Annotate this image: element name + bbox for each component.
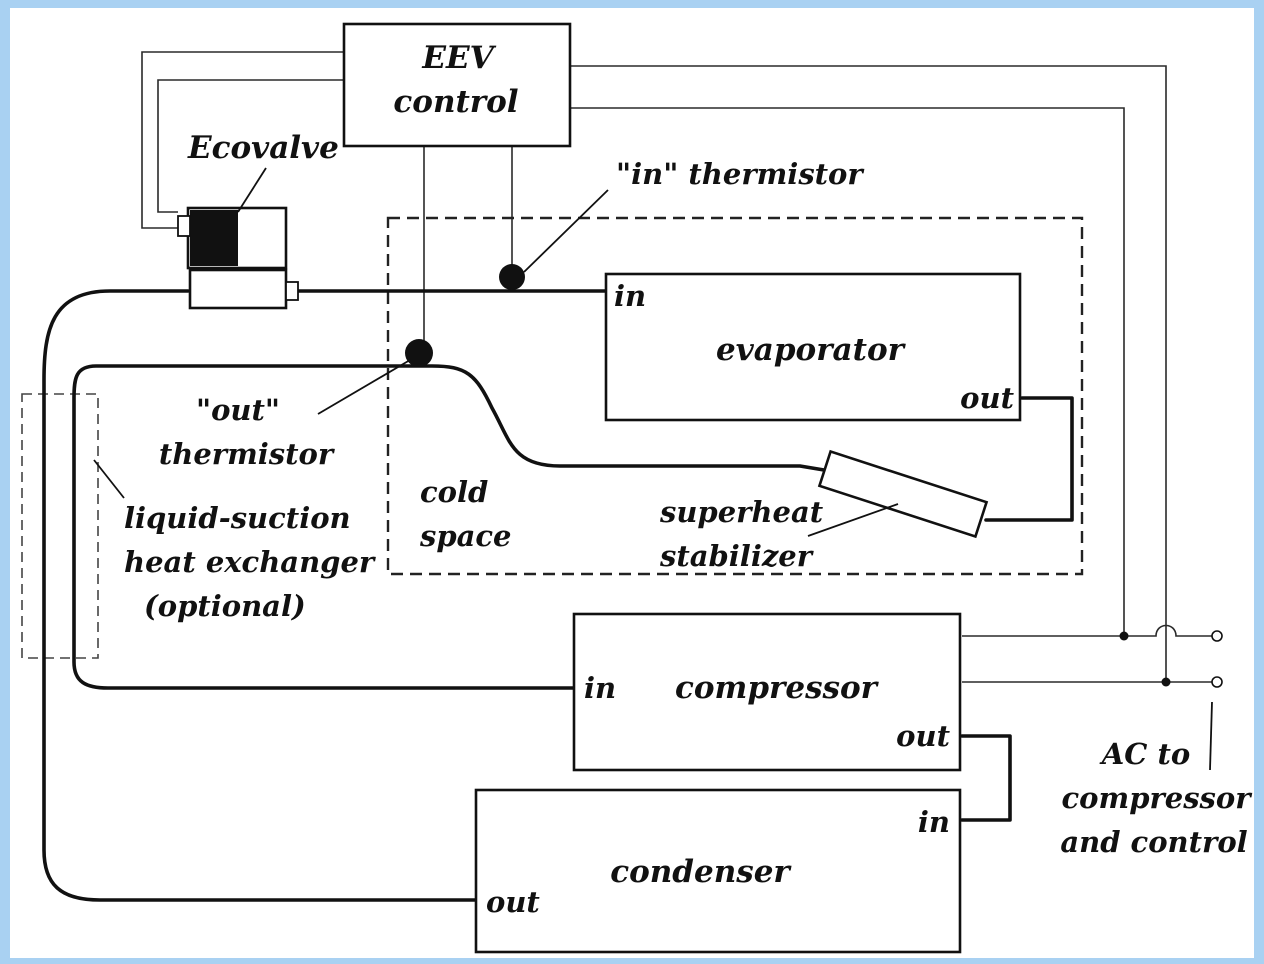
compressor-in-label: in bbox=[584, 671, 616, 705]
compressor-out-label: out bbox=[896, 719, 950, 753]
refrigeration-schematic: EEV control Ecovalve "in" thermistor in … bbox=[21, 22, 1254, 954]
lshx-label-2: heat exchanger bbox=[124, 545, 377, 579]
ac-terminal-bottom bbox=[1211, 676, 1223, 688]
evaporator-out-label: out bbox=[960, 381, 1014, 415]
wire-ecovalve-inner bbox=[157, 79, 344, 213]
control-wires bbox=[141, 51, 1223, 771]
evaporator-label: evaporator bbox=[716, 332, 907, 368]
diagram-canvas: EEV control Ecovalve "in" thermistor in … bbox=[10, 8, 1254, 958]
cold-space-label-2: space bbox=[419, 519, 512, 553]
condenser-box bbox=[474, 788, 962, 954]
ac-leader bbox=[1209, 701, 1213, 771]
lshx-label-3: (optional) bbox=[144, 589, 306, 623]
wire-ecovalve-outer bbox=[141, 51, 344, 229]
condenser-out-label: out bbox=[486, 885, 540, 919]
in-thermistor-dot bbox=[499, 264, 525, 290]
pipe-compressor-to-condenser bbox=[960, 734, 1012, 822]
compressor-label: compressor bbox=[675, 670, 880, 706]
evaporator-box bbox=[604, 272, 1022, 422]
wire-eev-power-1 bbox=[570, 65, 1167, 682]
superheat-label-1: superheat bbox=[659, 495, 824, 529]
out-thermistor-label-1: "out" bbox=[196, 393, 280, 427]
in-thermistor-label: "in" thermistor bbox=[616, 157, 865, 191]
cold-space-label-1: cold bbox=[420, 475, 488, 509]
lshx-leader bbox=[93, 459, 125, 499]
pipe-evaporator-out bbox=[984, 396, 1074, 522]
pipe-suction-line bbox=[72, 364, 826, 690]
ac-line-top bbox=[962, 624, 1212, 637]
condenser-in-label: in bbox=[918, 805, 950, 839]
ecovalve-label: Ecovalve bbox=[187, 130, 339, 166]
eev-control-box bbox=[342, 22, 572, 148]
condenser-label: condenser bbox=[610, 854, 792, 890]
compressor-box bbox=[572, 612, 962, 772]
wire-eev-power-2 bbox=[570, 107, 1125, 636]
out-thermistor-label-2: thermistor bbox=[159, 437, 336, 471]
superheat-leader bbox=[807, 503, 899, 537]
superheat-stabilizer-body bbox=[817, 449, 989, 539]
out-thermistor-leader bbox=[317, 359, 411, 415]
eev-control-label-2: control bbox=[393, 84, 518, 120]
cold-space-boundary bbox=[386, 216, 1084, 576]
ac-label-3: and control bbox=[1060, 825, 1247, 859]
ac-terminal-top bbox=[1211, 630, 1223, 642]
ac-label-1: AC to bbox=[1099, 737, 1190, 771]
junction-dot-top bbox=[1119, 631, 1129, 641]
leader-lines bbox=[93, 167, 899, 537]
ecovalve-body bbox=[177, 206, 299, 310]
superheat-label-2: stabilizer bbox=[659, 539, 815, 573]
heat-exchanger-boundary bbox=[21, 393, 99, 659]
evaporator-in-label: in bbox=[614, 279, 646, 313]
out-thermistor-dot bbox=[405, 339, 433, 367]
in-thermistor-leader bbox=[523, 189, 609, 273]
refrigerant-pipes bbox=[42, 289, 1074, 902]
lshx-label-1: liquid-suction bbox=[124, 501, 351, 535]
eev-control-label-1: EEV bbox=[421, 40, 496, 76]
pipe-liquid-line bbox=[42, 289, 478, 902]
ecovalve-leader bbox=[237, 167, 267, 213]
ac-label-2: compressor bbox=[1062, 781, 1254, 815]
junction-dot-bottom bbox=[1161, 677, 1171, 687]
